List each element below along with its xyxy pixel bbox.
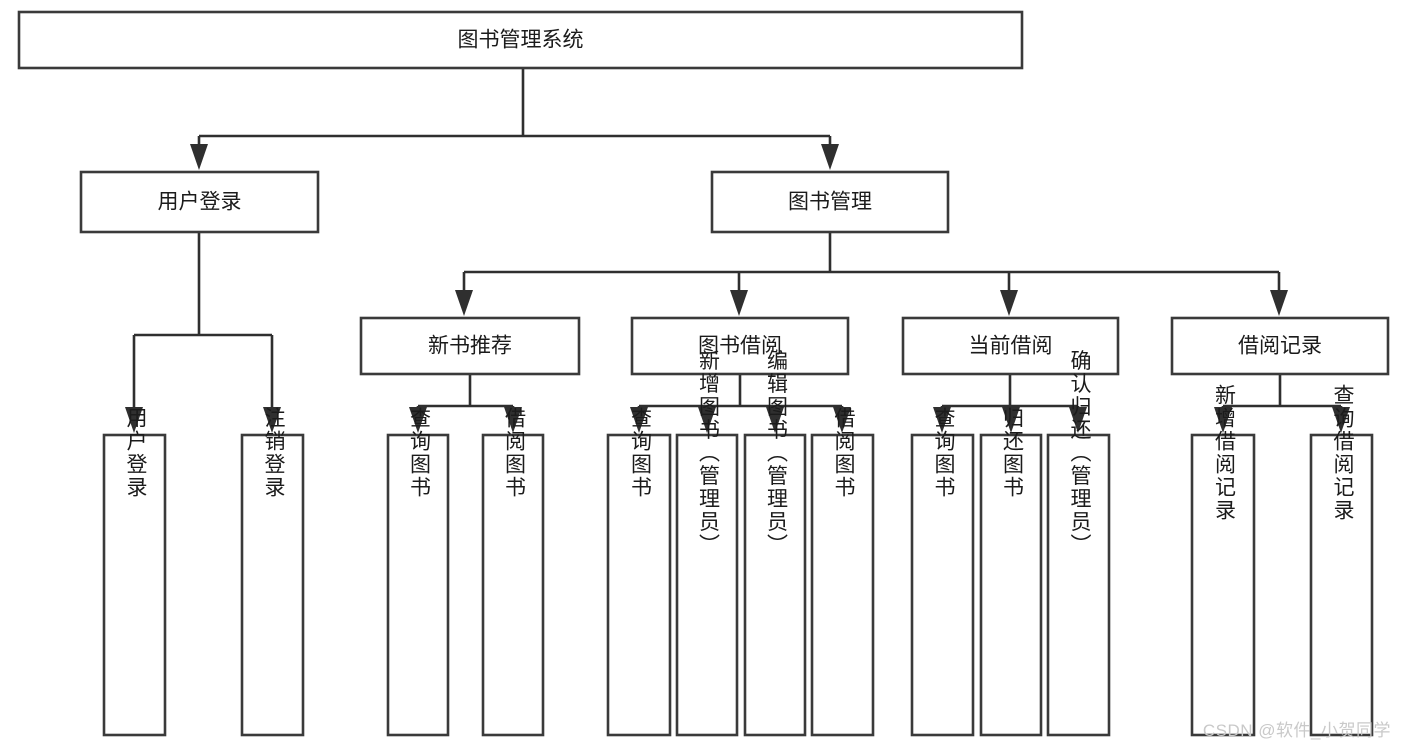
node-label: 用户登录 — [124, 407, 148, 499]
arrow-head-icon — [698, 407, 716, 433]
level2-node-用户登录[interactable]: 用户登录 — [79, 170, 320, 234]
connector-layer — [125, 68, 1350, 433]
leaf-node-查询图书[interactable]: 查询图书 — [386, 407, 450, 737]
arrow-head-icon — [766, 407, 784, 433]
leaf-node-新增借阅记录[interactable]: 新增借阅记录 — [1190, 384, 1256, 737]
connector-root-to-level2 — [190, 68, 839, 170]
arrow-head-icon — [1214, 407, 1232, 433]
arrow-head-icon — [821, 144, 839, 170]
node-box — [1309, 433, 1374, 737]
node-box — [630, 316, 850, 376]
level3-node-借阅记录[interactable]: 借阅记录 — [1170, 316, 1390, 376]
node-label: 图书借阅 — [698, 335, 782, 358]
node-label: 查询借阅记录 — [1331, 384, 1355, 522]
arrow-head-icon — [190, 144, 208, 170]
node-label: 查询图书 — [932, 407, 956, 499]
connector-user-login-to-leaves — [125, 232, 281, 433]
connector-book-mgmt-to-level3 — [455, 232, 1288, 316]
node-box — [481, 433, 545, 737]
node-label: 图书管理系统 — [458, 29, 584, 52]
node-label: 新增图书（管理员） — [696, 350, 720, 557]
node-label: 用户登录 — [158, 191, 242, 214]
arrow-head-icon — [1332, 407, 1350, 433]
arrow-head-icon — [409, 407, 427, 433]
node-box — [675, 433, 739, 737]
level3-node-新书推荐[interactable]: 新书推荐 — [359, 316, 581, 376]
leaf-node-新增图书管理员[interactable]: 新增图书（管理员） — [675, 350, 739, 737]
arrow-head-icon — [730, 290, 748, 316]
node-label: 新书推荐 — [428, 335, 512, 358]
node-box — [386, 433, 450, 737]
leaf-node-借阅图书[interactable]: 借阅图书 — [810, 407, 875, 737]
arrow-head-icon — [504, 407, 522, 433]
leaf-node-归还图书[interactable]: 归还图书 — [979, 407, 1043, 737]
arrow-head-icon — [630, 407, 648, 433]
node-box — [901, 316, 1120, 376]
node-label: 借阅图书 — [502, 407, 526, 499]
root-node-图书管理系统[interactable]: 图书管理系统 — [17, 10, 1024, 70]
node-label: 归还图书 — [1000, 407, 1024, 499]
node-label: 借阅图书 — [832, 407, 856, 499]
arrow-head-icon — [933, 407, 951, 433]
leaf-node-查询图书[interactable]: 查询图书 — [910, 407, 975, 737]
connector-record-to-leaves — [1214, 374, 1350, 433]
leaf-node-编辑图书管理员[interactable]: 编辑图书（管理员） — [743, 350, 807, 737]
level3-node-图书借阅[interactable]: 图书借阅 — [630, 316, 850, 376]
arrow-head-icon — [833, 407, 851, 433]
node-box — [979, 433, 1043, 737]
leaf-node-查询借阅记录[interactable]: 查询借阅记录 — [1309, 384, 1374, 737]
node-label: 当前借阅 — [969, 335, 1053, 358]
node-label: 确认归还（管理员） — [1068, 350, 1092, 557]
level2-node-图书管理[interactable]: 图书管理 — [710, 170, 950, 234]
arrow-head-icon — [1270, 290, 1288, 316]
arrow-head-icon — [1000, 290, 1018, 316]
node-label: 编辑图书（管理员） — [764, 350, 788, 557]
leaf-node-确认归还管理员[interactable]: 确认归还（管理员） — [1046, 350, 1111, 737]
leaf-node-注销登录[interactable]: 注销登录 — [240, 407, 305, 737]
node-box — [710, 170, 950, 234]
leaf-node-用户登录[interactable]: 用户登录 — [102, 407, 167, 737]
connector-current-to-leaves — [933, 374, 1087, 433]
leaf-node-借阅图书[interactable]: 借阅图书 — [481, 407, 545, 737]
arrow-head-icon — [455, 290, 473, 316]
level3-node-当前借阅[interactable]: 当前借阅 — [901, 316, 1120, 376]
node-box — [1190, 433, 1256, 737]
node-label: 查询图书 — [407, 407, 431, 499]
arrow-head-icon — [125, 407, 143, 433]
node-label: 查询图书 — [628, 407, 652, 499]
arrow-head-icon — [1069, 407, 1087, 433]
node-box — [17, 10, 1024, 70]
arrow-head-icon — [1002, 407, 1020, 433]
node-box — [240, 433, 305, 737]
node-label: 图书管理 — [788, 191, 872, 214]
node-box — [910, 433, 975, 737]
node-label: 新增借阅记录 — [1212, 384, 1236, 522]
node-box — [1046, 433, 1111, 737]
node-box — [79, 170, 320, 234]
node-box — [743, 433, 807, 737]
node-box — [102, 433, 167, 737]
node-box — [1170, 316, 1390, 376]
node-label: 注销登录 — [262, 407, 286, 499]
leaf-node-查询图书[interactable]: 查询图书 — [606, 407, 672, 737]
node-box — [810, 433, 875, 737]
arrow-head-icon — [263, 407, 281, 433]
node-label: 借阅记录 — [1238, 335, 1322, 358]
connector-new-book-to-leaves — [409, 374, 522, 433]
connector-borrow-book-to-leaves — [630, 374, 851, 433]
node-box — [359, 316, 581, 376]
node-layer: 图书管理系统用户登录图书管理新书推荐图书借阅当前借阅借阅记录用户登录注销登录查询… — [17, 10, 1390, 737]
node-box — [606, 433, 672, 737]
